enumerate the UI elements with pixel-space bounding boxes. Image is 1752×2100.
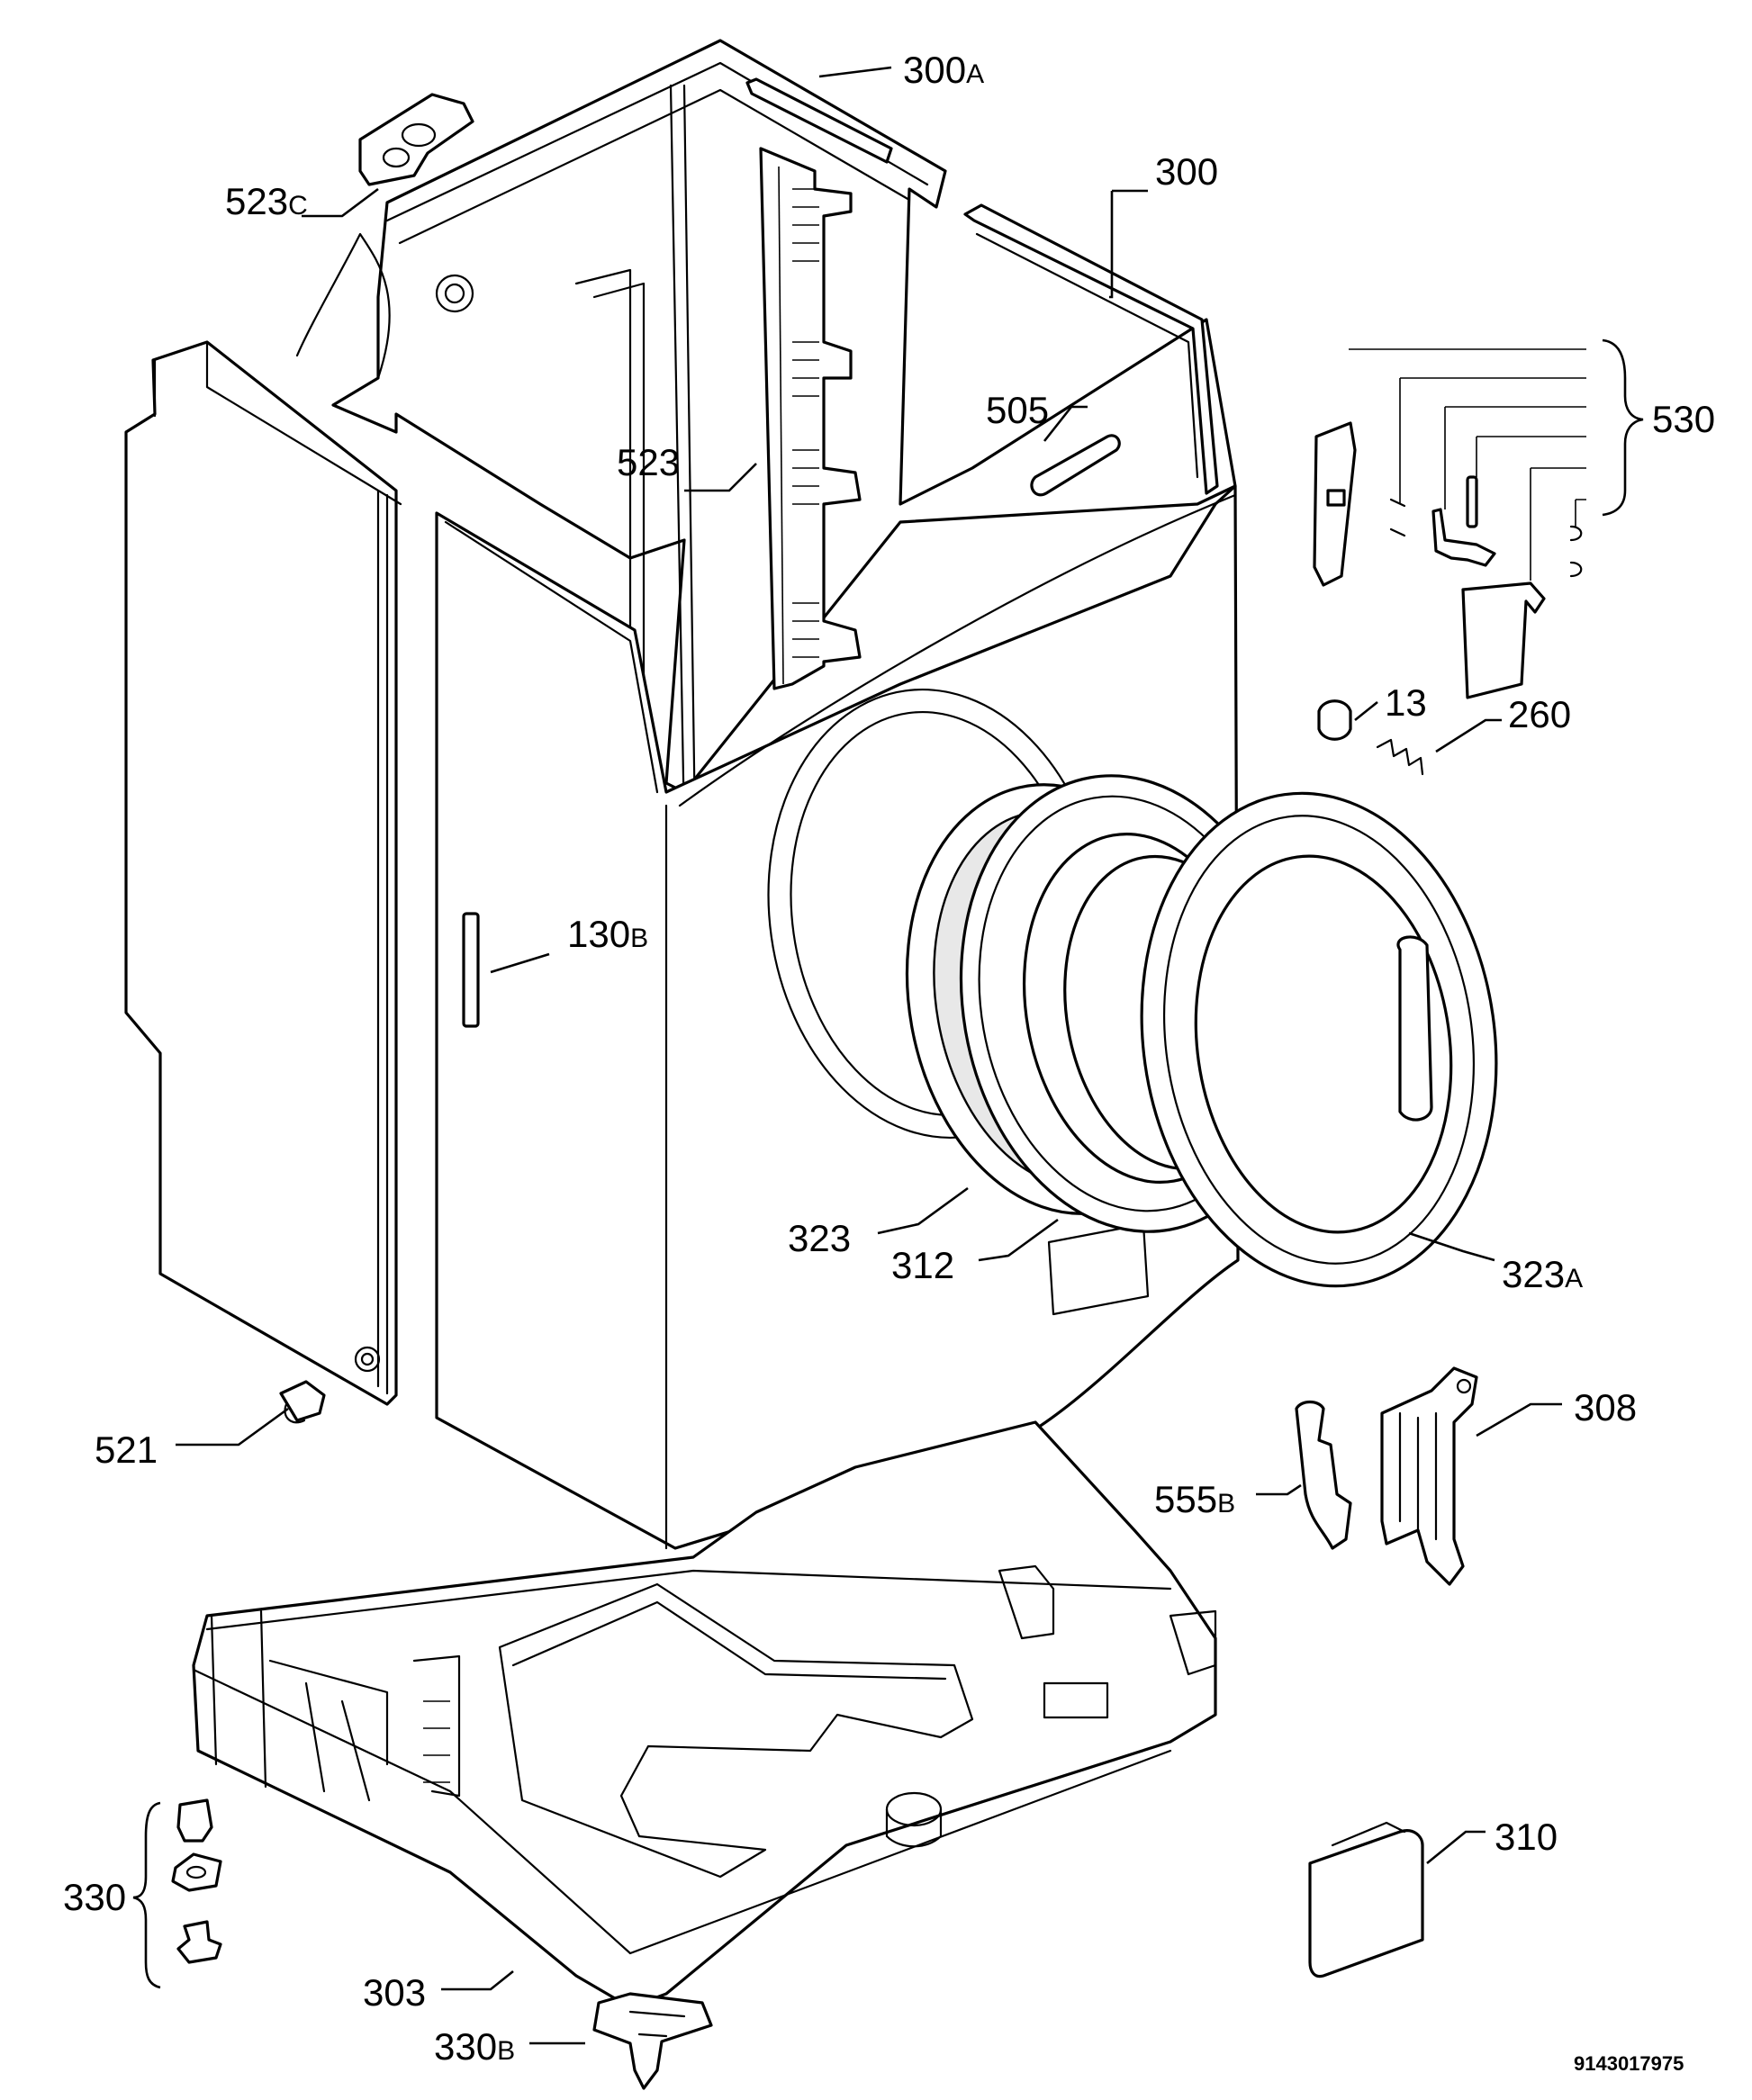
callout-323a: 323A xyxy=(1502,1253,1583,1295)
callout-505: 505 xyxy=(986,389,1049,431)
lock-assembly-530 xyxy=(1313,348,1586,776)
callout-521: 521 xyxy=(95,1429,158,1471)
callout-labels: 300A 300 523C 505 523 530 13 260 130B 32… xyxy=(63,49,1715,2075)
callout-555b: 555B xyxy=(1154,1478,1235,1520)
cover-310 xyxy=(1308,1821,1424,1978)
callout-330b: 330B xyxy=(434,2025,515,2068)
callout-310: 310 xyxy=(1495,1816,1558,1858)
callout-300a: 300A xyxy=(903,49,984,91)
callout-312: 312 xyxy=(891,1244,954,1286)
callout-300: 300 xyxy=(1155,150,1218,193)
callout-323: 323 xyxy=(788,1217,851,1259)
leader-lines xyxy=(132,66,1644,2045)
base-frame-303 xyxy=(192,1420,1217,2009)
callout-303: 303 xyxy=(363,1971,426,2014)
callout-330: 330 xyxy=(63,1876,126,1918)
callout-13: 13 xyxy=(1385,681,1427,724)
callout-523: 523 xyxy=(617,441,680,483)
foot-330b xyxy=(592,1992,713,2090)
left-side-panel xyxy=(124,340,402,1406)
hinge-308 xyxy=(1380,1366,1478,1586)
callout-523c: 523C xyxy=(225,180,308,222)
callout-530: 530 xyxy=(1652,398,1715,440)
callout-260: 260 xyxy=(1508,693,1571,735)
clip-523c xyxy=(358,93,474,186)
callout-308: 308 xyxy=(1574,1386,1637,1429)
hinge-plate-555b xyxy=(1295,1400,1352,1550)
callout-130b: 130B xyxy=(567,913,648,955)
cabinet-rear-frame xyxy=(295,39,1237,852)
drawing-number: 9143017975 xyxy=(1574,2052,1684,2075)
door-outer-ring-323a xyxy=(1140,791,1498,1288)
screw-521 xyxy=(279,1380,326,1424)
fastener-set-330 xyxy=(171,1798,222,1964)
